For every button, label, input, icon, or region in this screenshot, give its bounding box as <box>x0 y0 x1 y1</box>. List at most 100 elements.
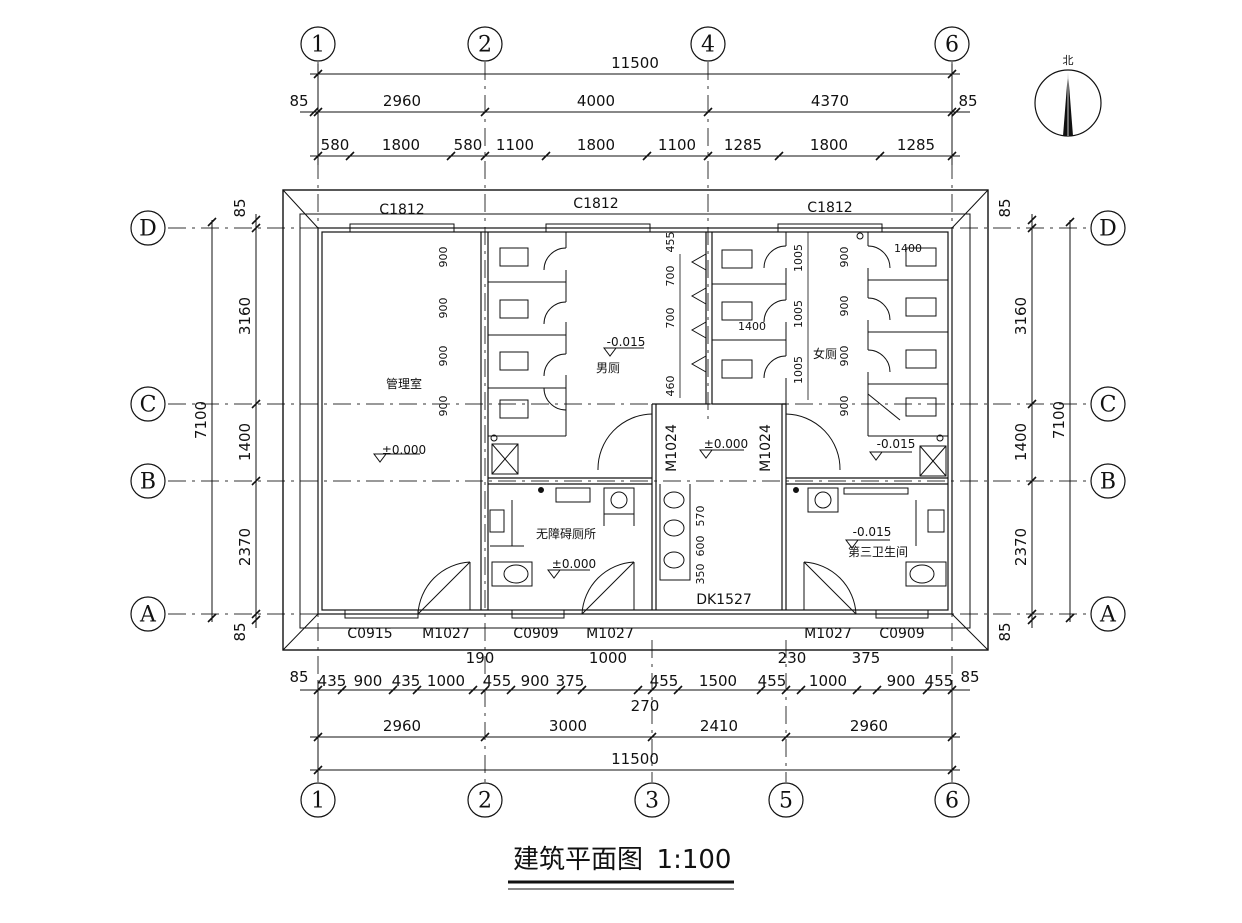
dim-bottom-row1: 900 <box>887 672 916 690</box>
grid-axis-top-4: 4 <box>701 33 715 58</box>
dim-bottom-row1: 435 <box>318 672 347 690</box>
window-label: C0909 <box>513 626 558 642</box>
dim-bottom-row1: 1000 <box>809 672 847 690</box>
dim-bottom-overall: 11500 <box>611 750 659 768</box>
dim-bottom-row1: 900 <box>521 672 550 690</box>
grid-axis-top-2: 2 <box>478 33 492 58</box>
dimension-lines <box>207 64 1075 780</box>
dim-top-row3: 580 <box>454 136 483 154</box>
door-swings <box>417 413 857 615</box>
dim-top-row3: 1100 <box>496 136 534 154</box>
stall-dim: 900 <box>838 396 851 417</box>
grid-axis-bottom-1: 1 <box>311 789 325 814</box>
grid-axis-bottom-3: 3 <box>645 789 659 814</box>
dim-bottom-row1: 435 <box>392 672 421 690</box>
window-label: C1812 <box>573 196 618 212</box>
dim-right: 85 <box>996 198 1014 217</box>
grid-axis-left-A: A <box>139 603 157 628</box>
dim-top-row3: 1285 <box>724 136 762 154</box>
dim-bottom-edge-right: 85 <box>960 668 979 686</box>
level-womens: -0.015 <box>877 437 916 451</box>
stall-dim: 1005 <box>792 244 805 272</box>
door-label: M1024 <box>664 424 680 472</box>
basin-dim: 350 <box>694 564 707 585</box>
grid-axis-left-C: C <box>140 393 157 418</box>
window-label: C1812 <box>807 200 852 216</box>
dim-right: 3160 <box>1012 297 1030 335</box>
drawing-title: 建筑平面图 <box>513 845 643 875</box>
stall-dim: 900 <box>437 396 450 417</box>
dim-top-edge-right: 85 <box>958 92 977 110</box>
level-mens: -0.015 <box>607 335 646 349</box>
womens-stalls <box>856 232 948 477</box>
windows <box>344 223 929 619</box>
room-name-family: 第三卫生间 <box>848 545 908 559</box>
dim-left: 85 <box>231 198 249 217</box>
dim-right-total: 7100 <box>1050 401 1068 439</box>
dim-bottom-extra: 230 <box>778 649 807 667</box>
grid-axis-top-6: 6 <box>945 33 959 58</box>
stall-dim: 900 <box>838 346 851 367</box>
grid-axis-left-B: B <box>140 470 156 495</box>
grid-axis-bottom-5: 5 <box>779 789 793 814</box>
dim-bottom-extra: 1000 <box>589 649 627 667</box>
grid-axis-bottom-2: 2 <box>478 789 492 814</box>
urinal-dim: 460 <box>664 376 677 397</box>
basin-dim: 570 <box>694 506 707 527</box>
urinal-dim: 700 <box>664 266 677 287</box>
dim-left-total: 7100 <box>192 401 210 439</box>
dim-bottom-row2: 2960 <box>383 717 421 735</box>
north-label: 北 <box>1063 54 1074 67</box>
grid-axis-bottom-6: 6 <box>945 789 959 814</box>
dim-top-row3: 1800 <box>382 136 420 154</box>
stall-dim: 900 <box>437 298 450 319</box>
door-label: M1027 <box>422 626 470 642</box>
dim-right: 1400 <box>1012 423 1030 461</box>
dim-bottom-row1: 455 <box>925 672 954 690</box>
window-label: C0915 <box>347 626 392 642</box>
room-name-mens: 男厕 <box>596 361 620 375</box>
dim-bottom-row1: 1500 <box>699 672 737 690</box>
building-outline <box>282 189 989 651</box>
stall-dim: 1005 <box>792 300 805 328</box>
dim-top-row3: 1100 <box>658 136 696 154</box>
grid-axis-right-A: A <box>1099 603 1117 628</box>
dim-top-row2: 4370 <box>811 92 849 110</box>
stall-width: 1400 <box>738 320 766 333</box>
stall-width: 1400 <box>894 242 922 255</box>
level-management: ±0.000 <box>382 443 426 457</box>
grid-bubbles <box>130 26 1126 818</box>
mens-stalls <box>488 232 707 475</box>
window-label: C0909 <box>879 626 924 642</box>
dim-left: 85 <box>231 622 249 641</box>
grid-axis-right-B: B <box>1100 470 1116 495</box>
dim-top-row3: 580 <box>321 136 350 154</box>
dim-bottom-row1: 455 <box>758 672 787 690</box>
urinal-dim: 455 <box>664 232 677 253</box>
stall-dim: 900 <box>838 296 851 317</box>
title-underline <box>508 880 734 890</box>
door-label: M1027 <box>804 626 852 642</box>
dim-bottom-extra: 270 <box>631 697 660 715</box>
dim-bottom-row1: 455 <box>483 672 512 690</box>
dim-top-row3: 1800 <box>577 136 615 154</box>
stall-dim: 900 <box>437 247 450 268</box>
dim-top-row3: 1285 <box>897 136 935 154</box>
level-family: -0.015 <box>853 525 892 539</box>
grid-axis-right-C: C <box>1100 393 1117 418</box>
dim-top-row3: 1800 <box>810 136 848 154</box>
grid-axis-left-D: D <box>139 217 157 242</box>
level-markers <box>373 347 912 579</box>
dim-bottom-row2: 2960 <box>850 717 888 735</box>
dim-bottom-row2: 2410 <box>700 717 738 735</box>
room-name-accessible: 无障碍厕所 <box>536 526 596 541</box>
room-name-womens: 女厕 <box>813 346 837 361</box>
basin-dim: 600 <box>694 536 707 557</box>
urinal-dim: 700 <box>664 308 677 329</box>
dim-left: 1400 <box>236 423 254 461</box>
dim-bottom-row2: 3000 <box>549 717 587 735</box>
dim-left: 3160 <box>236 297 254 335</box>
dim-right: 2370 <box>1012 528 1030 566</box>
mid-stalls <box>712 232 809 404</box>
room-name-management: 管理室 <box>386 376 422 391</box>
